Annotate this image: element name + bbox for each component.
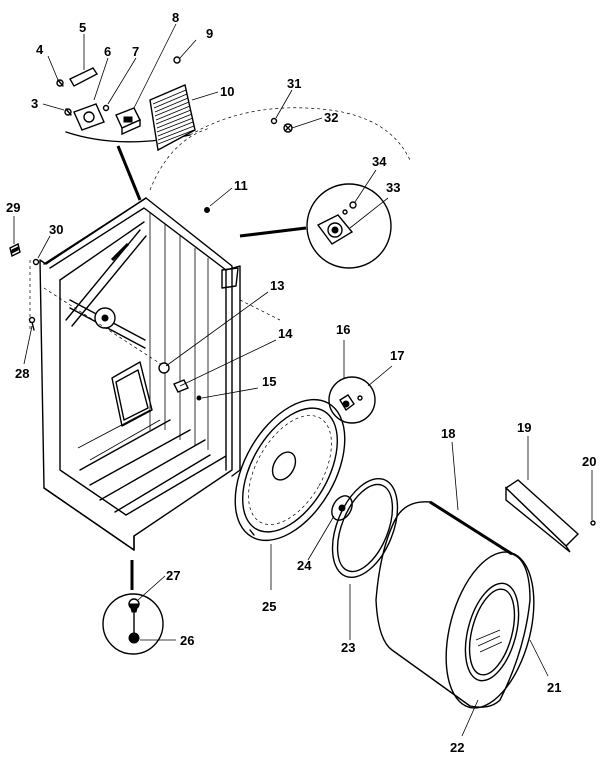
top-bracket-detail [56, 56, 411, 201]
bracket-part-6 [73, 103, 105, 131]
callout-4: 4 [36, 42, 44, 57]
grille-part-10 [149, 84, 196, 152]
screw-part-15 [196, 395, 202, 401]
screw-part-9 [173, 56, 181, 64]
strip-part-5 [69, 67, 99, 87]
callout-7: 7 [132, 44, 139, 59]
roller-detail-16-17 [328, 376, 376, 424]
callout-28: 28 [15, 366, 29, 381]
callout-32: 32 [324, 110, 338, 125]
front-bulkhead-part-25 [234, 398, 346, 542]
callout-17: 17 [390, 348, 404, 363]
callout-26: 26 [180, 633, 194, 648]
callout-21: 21 [547, 680, 561, 695]
screw-part-20 [590, 520, 596, 526]
detail-leader [116, 145, 142, 201]
screw-part-31 [270, 117, 278, 125]
callout-numbers: 4 5 6 7 8 9 3 10 31 32 11 34 33 29 30 13… [6, 10, 596, 755]
screw-part-7 [102, 104, 110, 112]
callout-33: 33 [386, 180, 400, 195]
clip-part-29 [9, 242, 21, 258]
screw-part-4 [56, 79, 64, 87]
callout-3: 3 [31, 96, 38, 111]
callout-18: 18 [441, 426, 455, 441]
screw-part-30 [32, 258, 40, 266]
screw-part-11 [204, 207, 210, 213]
screw-part-28 [28, 316, 36, 331]
callout-13: 13 [270, 278, 284, 293]
switch-part-8 [115, 107, 141, 136]
callout-29: 29 [6, 200, 20, 215]
callout-9: 9 [206, 26, 213, 41]
callout-10: 10 [220, 84, 234, 99]
callout-14: 14 [278, 326, 293, 341]
baffle-part-19 [504, 479, 580, 553]
callout-22: 22 [450, 740, 464, 755]
callout-23: 23 [341, 640, 355, 655]
callout-31: 31 [287, 76, 301, 91]
callout-20: 20 [582, 454, 596, 469]
callout-16: 16 [336, 322, 350, 337]
callout-15: 15 [262, 374, 276, 389]
callout-25: 25 [262, 599, 276, 614]
foot-detail-26-27 [102, 560, 164, 655]
callout-11: 11 [234, 178, 248, 193]
callout-5: 5 [79, 20, 86, 35]
callout-27: 27 [166, 568, 180, 583]
callout-24: 24 [297, 558, 312, 573]
clip-part-14 [173, 379, 189, 393]
callout-34: 34 [372, 154, 387, 169]
callout-30: 30 [49, 222, 63, 237]
screw-part-3 [64, 108, 72, 116]
cabinet [29, 197, 281, 551]
callout-6: 6 [104, 44, 111, 59]
leader-lines [13, 23, 593, 737]
clip-part-32 [283, 123, 293, 133]
drum-part-18 [375, 500, 535, 709]
callout-8: 8 [172, 10, 179, 25]
bearing-detail [239, 183, 392, 269]
seal-part-23 [331, 477, 399, 579]
callout-19: 19 [517, 420, 531, 435]
